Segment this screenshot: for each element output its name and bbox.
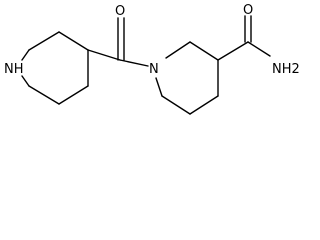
molecule-diagram: O O NH N NH2 [4,3,300,115]
bond-left-ring-6 [21,49,30,61]
bond-left-ring-7 [28,31,60,51]
bond-right-ring-5 [161,95,191,115]
structure-canvas: O O NH N NH2 [4,3,300,115]
bond-right-ring-4 [189,95,219,115]
atom-carbonyl-oxygen: O [115,4,125,19]
bond-left-ring-5 [21,75,30,87]
atom-amide-nitrogen: NH2 [272,62,300,77]
atom-ring-nitrogen-left: NH [4,62,24,77]
atom-amide-oxygen: O [243,3,253,18]
atom-ring-nitrogen-right: N [149,62,159,77]
bond-amide-to-nh2 [247,41,271,57]
bond-ring-to-amide-carbon [217,41,249,61]
bond-left-ring-1 [58,31,89,51]
bond-right-ring-2 [189,41,219,61]
bond-carbonyl-to-n [119,59,149,67]
bond-left-ring-3 [58,85,89,105]
bond-left-ring-4 [28,85,60,105]
bond-right-ring-6 [155,77,163,97]
bond-ring-to-carbonyl [87,49,121,61]
bond-right-ring-1 [165,41,191,59]
